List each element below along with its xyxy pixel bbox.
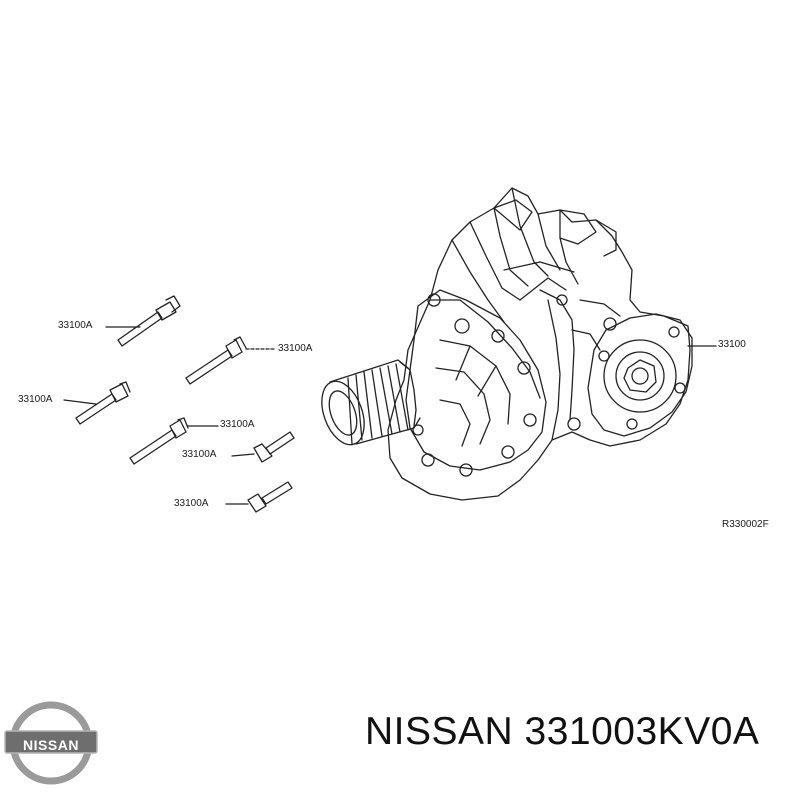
part-caption: NISSAN 331003KV0A (365, 710, 760, 753)
output-flange (587, 313, 693, 437)
bolt-1 (105, 295, 181, 347)
callout-bolt-4: 33100A (220, 419, 255, 430)
callout-bolt-1: 33100A (58, 320, 93, 331)
transfer-case-housing (387, 187, 691, 501)
bolt-3 (63, 381, 131, 425)
callout-transfer-assembly: 33100 (718, 339, 746, 350)
bolt-2 (185, 336, 277, 385)
callout-bolt-3: 33100A (18, 394, 53, 405)
reference-code: R330002F (722, 519, 769, 530)
callout-bolt-2: 33100A (278, 343, 313, 354)
bolt-5 (231, 431, 295, 463)
nissan-logo-text: NISSAN (23, 737, 79, 753)
nissan-logo (4, 701, 98, 785)
input-shaft (321, 359, 421, 446)
bolt-4 (129, 417, 219, 465)
callout-bolt-6: 33100A (174, 498, 209, 509)
bolt-6 (225, 481, 293, 513)
callout-bolt-5: 33100A (182, 449, 217, 460)
